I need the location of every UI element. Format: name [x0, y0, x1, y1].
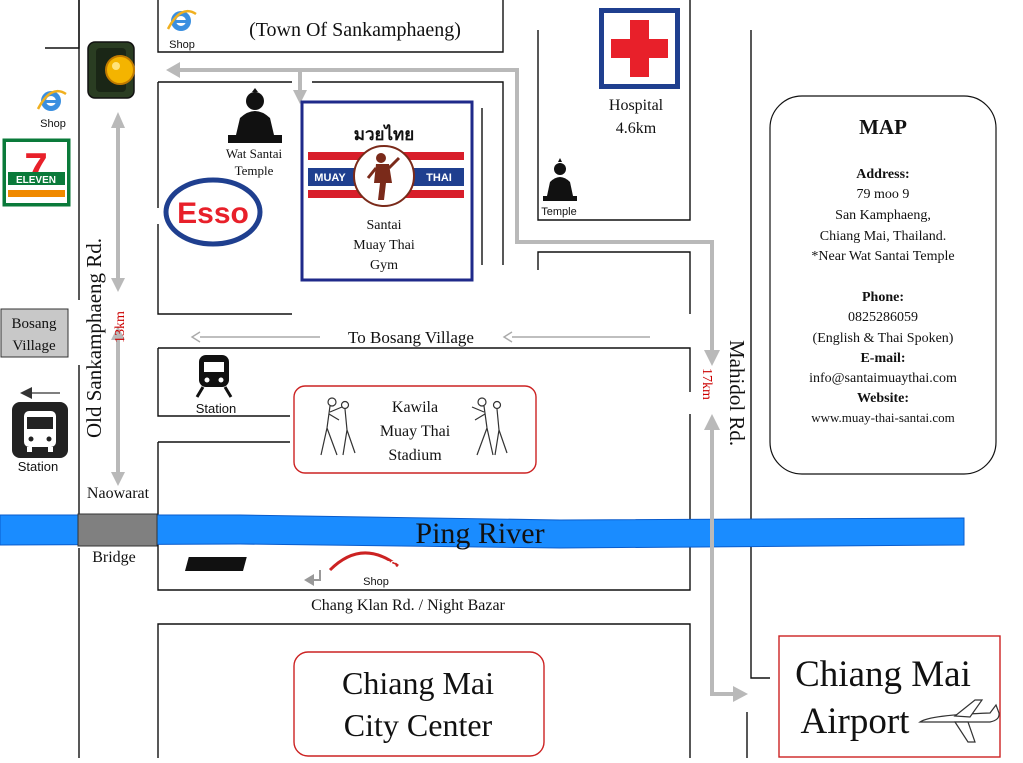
- seven-eleven-word: ELEVEN: [16, 175, 56, 186]
- seven-eleven-logo: 7 ELEVEN: [1, 137, 72, 208]
- river-label: Ping River: [415, 517, 544, 550]
- twins-logo-label: TWINS: [364, 560, 397, 571]
- internet-explorer-icon: [36, 89, 67, 111]
- info-title: MAP: [859, 115, 907, 139]
- fighters-icon: [471, 397, 508, 456]
- town-label: (Town Of Sankamphaeng): [249, 19, 461, 41]
- hospital: Hospital 4.6km: [599, 8, 680, 137]
- info-email-label: E-mail:: [860, 351, 905, 366]
- info-website[interactable]: www.muay-thai-santai.com: [811, 410, 955, 425]
- buddha-icon: [228, 88, 282, 143]
- info-address-line2: San Kamphaeng,: [835, 208, 931, 223]
- kawila-line2: Muay Thai: [380, 423, 451, 440]
- fighters-icon: [320, 397, 356, 456]
- airport-line1: Chiang Mai: [795, 654, 971, 695]
- info-website-label: Website:: [857, 391, 909, 406]
- shop-top-label: Shop: [169, 39, 195, 51]
- wat-santai-line1: Wat Santai: [226, 146, 283, 161]
- wat-santai-line2: Temple: [235, 163, 274, 178]
- gym-logo-thai: มวยไทย: [354, 124, 414, 144]
- to-bosang-label-group: To Bosang Village: [190, 328, 650, 347]
- train-station: Station: [195, 355, 236, 416]
- distance-13km: 13km: [113, 311, 128, 343]
- airplane-icon: [918, 699, 1000, 743]
- chang-klan-road-label: Chang Klan Rd. / Night Bazar: [311, 597, 505, 614]
- info-address-line4: *Near Wat Santai Temple: [811, 249, 954, 264]
- hospital-label: Hospital: [609, 97, 664, 114]
- kawila-stadium: Kawila Muay Thai Stadium: [293, 385, 537, 474]
- to-bosang-label: To Bosang Village: [348, 328, 474, 347]
- esso-label: Esso: [177, 197, 249, 230]
- traffic-light-icon: [87, 41, 135, 99]
- twins-logo: TWINS: [185, 551, 399, 572]
- bosang-village-line1: Bosang: [12, 316, 58, 332]
- internet-explorer-icon: [166, 9, 197, 31]
- kawila-line3: Stadium: [388, 447, 442, 464]
- info-address-label: Address:: [856, 167, 909, 182]
- shop-left-label: Shop: [40, 118, 66, 130]
- bus-station-label: Station: [18, 459, 58, 474]
- bosang-village-box: Bosang Village: [0, 308, 69, 358]
- bosang-village-line2: Village: [12, 338, 56, 354]
- kawila-line1: Kawila: [392, 399, 438, 416]
- bridge-label: Bridge: [92, 549, 136, 566]
- twins-shop: TWINS Shop: [185, 551, 399, 588]
- road-network: [45, 0, 770, 758]
- train-station-label: Station: [196, 401, 236, 416]
- old-sankamphaeng-road-label: Old Sankamphaeng Rd.: [82, 238, 106, 438]
- hospital-cross-icon: [599, 8, 680, 89]
- gym-band-right: THAI: [426, 172, 452, 184]
- gym-name-line1: Santai: [367, 218, 402, 233]
- temple-small: Temple: [541, 158, 577, 218]
- naowarat-bridge: [77, 513, 158, 547]
- temple-small-label: Temple: [541, 206, 576, 218]
- gym-name-line3: Gym: [370, 258, 398, 273]
- shop-top: Shop: [166, 9, 197, 51]
- info-address-line3: Chiang Mai, Thailand.: [820, 229, 947, 244]
- map-info-card: MAP Address: 79 moo 9 San Kamphaeng, Chi…: [769, 95, 997, 475]
- hospital-distance: 4.6km: [616, 120, 657, 137]
- city-center-line1: Chiang Mai: [342, 665, 494, 701]
- distance-17km: 17km: [699, 368, 714, 400]
- shop-left: Shop: [36, 89, 67, 130]
- fighter-emblem-icon: [353, 145, 415, 207]
- mahidol-road-label: Mahidol Rd.: [725, 340, 749, 446]
- train-icon: [195, 355, 233, 398]
- bus-icon: [12, 402, 68, 458]
- gym-name-line2: Muay Thai: [353, 238, 415, 253]
- ping-river: Ping River: [0, 513, 965, 550]
- naowarat-label: Naowarat: [87, 485, 150, 502]
- city-center: Chiang Mai City Center: [293, 651, 545, 757]
- info-phone-note: (English & Thai Spoken): [813, 331, 954, 346]
- info-phone: 0825286059: [848, 310, 918, 325]
- wat-santai-temple: Wat Santai Temple: [226, 88, 283, 178]
- gym-band-left: MUAY: [314, 172, 346, 184]
- route-arrows: [20, 62, 748, 702]
- buddha-icon: [543, 158, 577, 201]
- city-center-line2: City Center: [344, 707, 493, 743]
- esso-logo: Esso: [163, 177, 263, 247]
- info-email[interactable]: info@santaimuaythai.com: [809, 371, 957, 386]
- twins-shop-label: Shop: [363, 576, 389, 588]
- airport-line2: Airport: [801, 701, 911, 742]
- bus-station: Station: [12, 402, 68, 474]
- info-phone-label: Phone:: [862, 290, 904, 305]
- santai-gym: มวยไทย MUAY THAI Santai Muay Thai Gym: [300, 100, 474, 282]
- airport: Chiang Mai Airport: [778, 635, 1001, 758]
- info-address-line1: 79 moo 9: [857, 187, 910, 202]
